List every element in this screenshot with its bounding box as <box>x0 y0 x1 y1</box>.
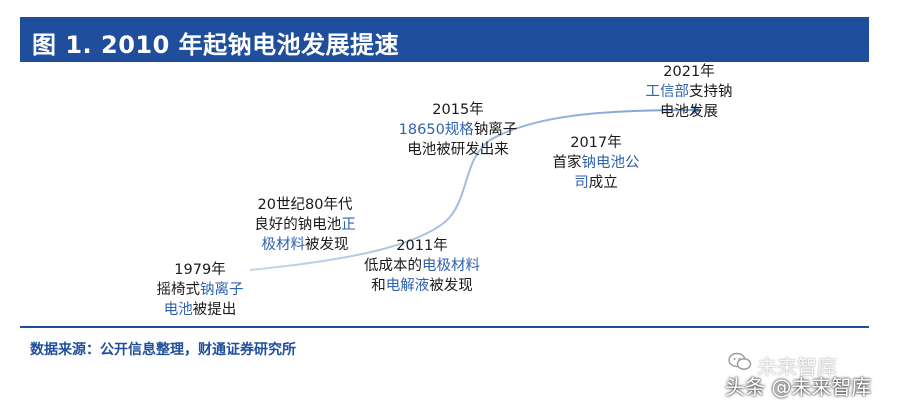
milestone-text: 2021年 <box>663 64 715 80</box>
milestone-line: 2017年 <box>538 133 654 153</box>
highlight-text: 电池 <box>163 302 193 318</box>
milestone-line: 电池发展 <box>632 102 746 122</box>
highlight-text: 司 <box>574 175 589 191</box>
milestone-text: 首家 <box>552 155 582 171</box>
milestone-2021: 2021年工信部支持钠电池发展 <box>632 62 746 122</box>
milestone-text: 摇椅式 <box>156 282 201 298</box>
highlight-text: 钠电池公 <box>581 155 640 171</box>
milestone-line: 1979年 <box>140 260 260 280</box>
milestone-1979: 1979年摇椅式钠离子电池被提出 <box>140 260 260 320</box>
milestone-text: 2015年 <box>432 102 484 118</box>
arrow-head-icon <box>692 105 702 115</box>
milestone-text: 电池发展 <box>660 104 718 120</box>
milestone-line: 和电解液被发现 <box>352 276 492 296</box>
milestone-text: 钠离子 <box>473 122 518 138</box>
milestone-line: 2015年 <box>388 100 528 120</box>
milestone-text: 被提出 <box>192 302 237 318</box>
milestone-line: 摇椅式钠离子 <box>140 280 260 300</box>
milestone-text: 2011年 <box>396 238 448 254</box>
milestone-text: 2017年 <box>570 135 622 151</box>
milestone-line: 2021年 <box>632 62 746 82</box>
milestone-line: 极材料被发现 <box>240 235 370 255</box>
watermark-top: 未来智库 <box>757 355 837 379</box>
highlight-text: 18650规格 <box>398 122 474 138</box>
milestone-line: 良好的钠电池正 <box>240 215 370 235</box>
milestone-line: 18650规格钠离子 <box>388 120 528 140</box>
milestone-text: 被发现 <box>305 237 349 253</box>
highlight-text: 极材料 <box>261 237 306 253</box>
milestone-line: 20世纪80年代 <box>240 195 370 215</box>
highlight-text: 电极材料 <box>422 258 480 274</box>
highlight-text: 正 <box>341 217 356 233</box>
milestone-text: 电池被研发出来 <box>407 142 509 158</box>
wechat-icon <box>728 352 752 370</box>
data-source: 数据来源：公开信息整理，财通证券研究所 <box>30 342 296 358</box>
figure-title: 图 1. 2010 年起钠电池发展提速 <box>32 31 400 59</box>
milestone-line: 2011年 <box>352 236 492 256</box>
milestone-1980s: 20世纪80年代良好的钠电池正极材料被发现 <box>240 195 370 255</box>
milestone-line: 电池被提出 <box>140 300 260 320</box>
timeline-curve-path <box>249 109 696 271</box>
milestone-text: 支持钠 <box>689 84 733 100</box>
milestone-line: 工信部支持钠 <box>632 82 746 102</box>
milestone-text: 和 <box>371 278 386 294</box>
milestone-text: 成立 <box>588 175 618 191</box>
milestone-2017: 2017年首家钠电池公司成立 <box>538 133 654 193</box>
figure-header: 图 1. 2010 年起钠电池发展提速 <box>20 17 869 62</box>
milestone-text: 1979年 <box>174 262 226 278</box>
milestone-text: 低成本的 <box>364 258 422 274</box>
milestone-line: 电池被研发出来 <box>388 140 528 160</box>
milestone-text: 20世纪80年代 <box>257 197 353 213</box>
milestone-2015: 2015年 18650规格钠离子电池被研发出来 <box>388 100 528 160</box>
watermark-bottom: 头条 @未来智库 <box>725 375 872 399</box>
highlight-text: 电解液 <box>385 278 430 294</box>
milestone-2011: 2011年低成本的电极材料和电解液被发现 <box>352 236 492 296</box>
milestone-text: 被发现 <box>429 278 473 294</box>
milestone-line: 司成立 <box>538 173 654 193</box>
milestone-line: 低成本的电极材料 <box>352 256 492 276</box>
milestone-text: 良好的钠电池 <box>254 217 342 233</box>
highlight-text: 工信部 <box>645 84 690 100</box>
highlight-text: 钠离子 <box>200 282 244 298</box>
milestone-line: 首家钠电池公 <box>538 153 654 173</box>
footer-divider <box>20 326 869 328</box>
